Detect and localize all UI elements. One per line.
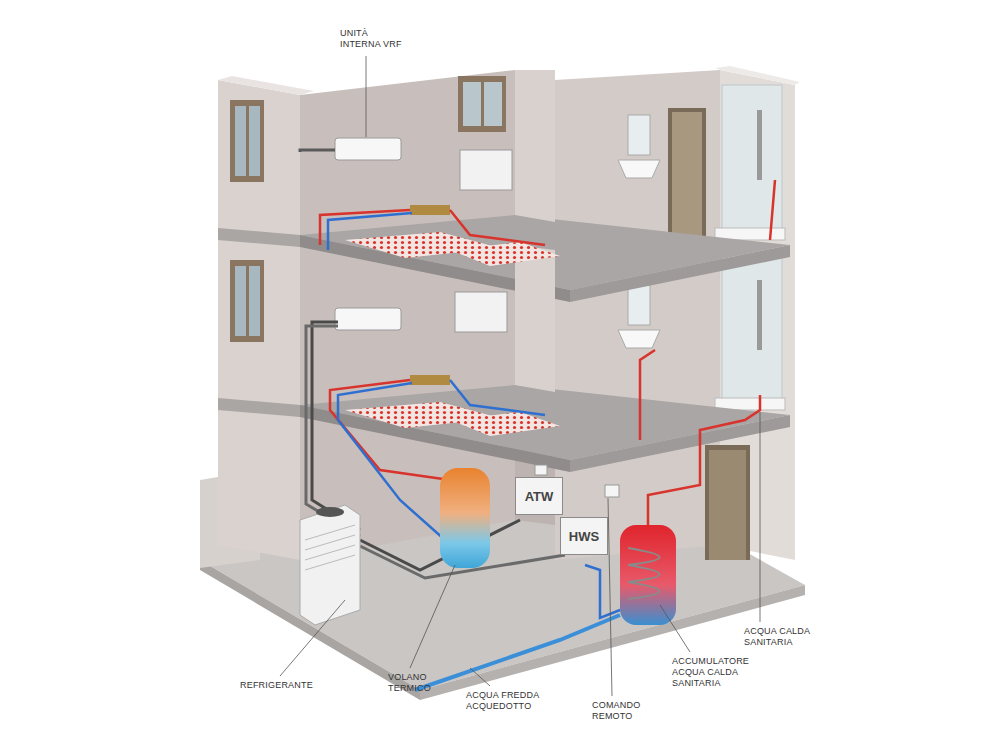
callout-label: VOLANO TERMICO: [388, 672, 443, 694]
callout-label: UNITÀ INTERNA VRF: [340, 28, 410, 50]
callout-label: ACQUA FREDDA ACQUEDOTTO: [466, 690, 551, 712]
callout-label: REFRIGERANTE: [240, 680, 320, 691]
callout-label: ACQUA CALDA SANITARIA: [744, 626, 819, 648]
box-label: ATW: [525, 489, 554, 504]
callout-label: COMANDO REMOTO: [592, 700, 652, 722]
control-box: HWS: [560, 517, 608, 555]
control-box: ATW: [515, 477, 563, 515]
box-label: HWS: [569, 529, 599, 544]
callout-label: ACCUMULATORE ACQUA CALDA SANITARIA: [672, 656, 762, 689]
